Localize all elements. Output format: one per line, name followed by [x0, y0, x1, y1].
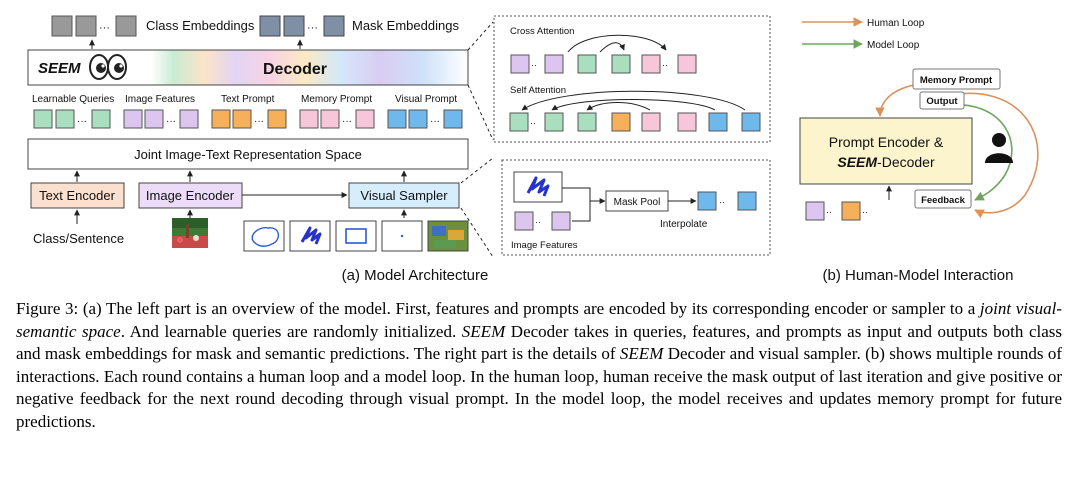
- svg-text:··: ··: [531, 60, 537, 70]
- prompt-encoder-label: Prompt Encoder &: [829, 134, 944, 150]
- learnable-queries-label: Learnable Queries: [32, 94, 114, 105]
- figure-caption: Figure 3: (a) The left part is an overvi…: [16, 299, 1062, 431]
- image-encoder-label: Image Encoder: [146, 188, 235, 203]
- figure-diagram: ··· Class Embeddings ··· Mask Embeddings…: [27, 15, 1039, 284]
- feedback-tag: Feedback: [921, 195, 966, 206]
- seem-decoder-rest: -Decoder: [877, 154, 935, 170]
- text-encoder-label: Text Encoder: [39, 188, 116, 203]
- human-loop-arc: [946, 92, 1039, 219]
- text-prompt-label: Text Prompt: [221, 94, 275, 105]
- image-encoder: Image Encoder: [138, 182, 243, 209]
- subcaption-b: (b) Human-Model Interaction: [823, 267, 1014, 284]
- loop-legend: Human Loop Model Loop: [802, 17, 925, 51]
- memory-prompt-label: Memory Prompt: [301, 94, 372, 105]
- mask-embeddings-legend: ··· Mask Embeddings: [259, 15, 459, 37]
- model-loop-arc: [946, 103, 1013, 201]
- person-icon: [985, 133, 1013, 163]
- interpolate-label: Interpolate: [660, 219, 708, 230]
- visual-prompt-thumbnails: [243, 220, 469, 252]
- mask-pool-label: Mask Pool: [614, 197, 661, 208]
- mask-embeddings-label: Mask Embeddings: [352, 18, 459, 33]
- visual-sampler-label: Visual Sampler: [360, 188, 448, 203]
- svg-text:··: ··: [530, 118, 536, 128]
- svg-text:···: ···: [254, 116, 264, 127]
- self-attention-label: Self Attention: [510, 85, 566, 96]
- svg-text:··: ··: [826, 207, 832, 217]
- svg-text:··: ··: [662, 60, 668, 70]
- svg-text:···: ···: [77, 116, 87, 127]
- memory-prompt-box: Memory Prompt: [912, 68, 1001, 90]
- svg-text:···: ···: [342, 116, 352, 127]
- visual-prompt-label: Visual Prompt: [395, 94, 457, 105]
- joint-space-bar: Joint Image-Text Representation Space: [27, 138, 469, 170]
- sampler-detail-panel: ·· Image Features Mask Pool Interpolate …: [501, 159, 771, 256]
- up-arrows-to-legend: [89, 39, 303, 49]
- visual-sampler: Visual Sampler: [348, 182, 460, 209]
- self-attention-squares: ··: [509, 112, 761, 132]
- memory-prompt-tag: Memory Prompt: [920, 75, 993, 86]
- seem-decoder-seem: SEEM: [837, 154, 877, 170]
- input-image: [172, 218, 208, 248]
- svg-text:···: ···: [166, 116, 176, 127]
- feedback-box: Feedback: [914, 189, 972, 209]
- decoder-label: Decoder: [263, 61, 327, 78]
- svg-text:··: ··: [719, 197, 725, 207]
- class-embeddings-legend: ··· Class Embeddings: [51, 15, 255, 37]
- class-embeddings-label: Class Embeddings: [146, 18, 255, 33]
- svg-text:···: ···: [99, 22, 110, 34]
- prompt-encoder-box: Prompt Encoder & SEEM-Decoder: [799, 117, 973, 185]
- model-loop-label: Model Loop: [867, 40, 920, 51]
- cross-attention-label: Cross Attention: [510, 26, 574, 37]
- svg-text:···: ···: [307, 22, 318, 34]
- seem-label: SEEM: [38, 60, 81, 77]
- text-encoder: Text Encoder: [30, 182, 125, 209]
- query-group-labels: Learnable Queries Image Features Text Pr…: [32, 94, 457, 105]
- query-squares: ··· ··· ··· ··· ···: [33, 109, 463, 129]
- svg-text:··: ··: [862, 207, 868, 217]
- svg-text:SEEM-Decoder: SEEM-Decoder: [837, 154, 935, 170]
- output-tag: Output: [926, 96, 958, 107]
- image-features-label: Image Features: [125, 94, 195, 105]
- encoder-arrows: [74, 170, 407, 224]
- joint-space-label: Joint Image-Text Representation Space: [134, 147, 362, 162]
- eyes-icon: [89, 54, 127, 80]
- decoder-detail-panel: Cross Attention ·· ·· Self Attention ··: [493, 15, 771, 143]
- svg-text:··: ··: [535, 217, 541, 227]
- cross-attention-squares: ·· ··: [510, 54, 697, 74]
- svg-text:···: ···: [430, 116, 440, 127]
- subcaption-a: (a) Model Architecture: [342, 267, 489, 284]
- zoom-lines: [460, 21, 494, 258]
- sampler-image-features-label: Image Features: [511, 240, 578, 251]
- decoder-bar: SEEM Decoder: [27, 49, 469, 86]
- human-loop-label: Human Loop: [867, 18, 925, 29]
- feedback-squares: ·· ··: [805, 201, 868, 221]
- class-sentence-label: Class/Sentence: [33, 231, 124, 246]
- output-box: Output: [919, 91, 965, 110]
